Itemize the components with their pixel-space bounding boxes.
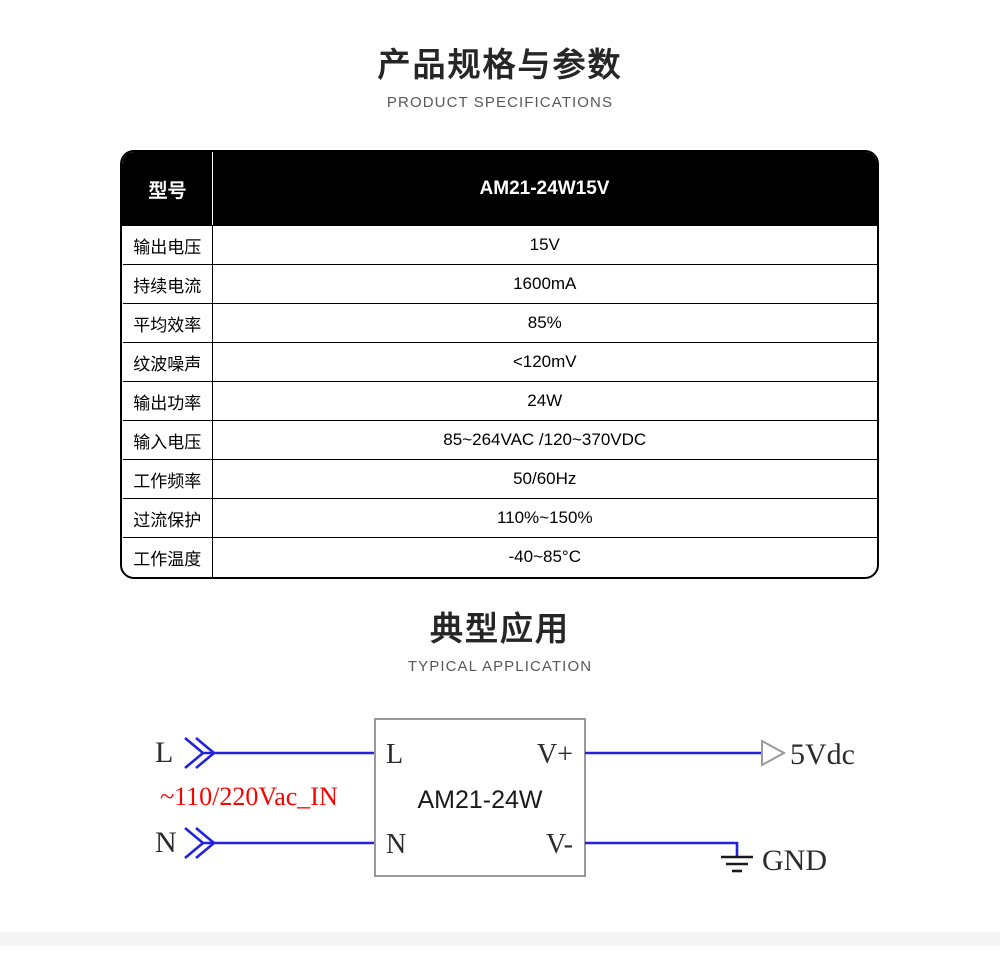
table-row: 持续电流 1600mA bbox=[122, 264, 877, 304]
spec-label: 输出功率 bbox=[122, 381, 213, 421]
spec-value: 24W bbox=[212, 381, 877, 421]
application-title-en: TYPICAL APPLICATION bbox=[407, 658, 593, 676]
spec-value: 15V bbox=[212, 225, 877, 265]
spec-value: <120mV bbox=[212, 342, 877, 382]
specifications-table-container: 型号 AM21-24W15V 输出电压 15V 持续电流 1600mA 平均效率… bbox=[120, 150, 879, 579]
spec-label: 持续电流 bbox=[122, 264, 213, 304]
spec-label: 输出电压 bbox=[122, 225, 213, 265]
spec-label: 平均效率 bbox=[122, 303, 213, 343]
footer-divider-band bbox=[0, 932, 1000, 946]
table-row: 输出电压 15V bbox=[122, 225, 877, 265]
module-pin-vplus-label: V+ bbox=[537, 739, 573, 770]
input-terminal-n-label: N bbox=[155, 826, 177, 859]
specifications-title-cn: 产品规格与参数 bbox=[377, 45, 623, 84]
typical-application-diagram: L N ~110/220Vac_IN L N AM21-24W V+ V- 5V… bbox=[155, 718, 855, 877]
application-title-cn: 典型应用 bbox=[430, 609, 570, 648]
spec-value: -40~85°C bbox=[212, 537, 877, 577]
table-row: 过流保护 110%~150% bbox=[122, 498, 877, 538]
specifications-title-en: PRODUCT SPECIFICATIONS bbox=[386, 94, 614, 112]
module-name-label: AM21-24W bbox=[417, 786, 542, 814]
ground-icon bbox=[721, 855, 753, 873]
wire-output-vminus bbox=[585, 841, 739, 857]
spec-value: 1600mA bbox=[212, 264, 877, 304]
module-pin-vminus-label: V- bbox=[546, 829, 573, 860]
ac-input-label: ~110/220Vac_IN bbox=[160, 782, 338, 811]
spec-value: 85% bbox=[212, 303, 877, 343]
table-row: 输入电压 85~264VAC /120~370VDC bbox=[122, 420, 877, 460]
output-voltage-label: 5Vdc bbox=[790, 738, 855, 771]
specifications-section-heading: 产品规格与参数 PRODUCT SPECIFICATIONS bbox=[0, 44, 1000, 113]
table-row: 输出功率 24W bbox=[122, 381, 877, 421]
specifications-table: 型号 AM21-24W15V 输出电压 15V 持续电流 1600mA 平均效率… bbox=[122, 152, 877, 577]
ground-label: GND bbox=[762, 844, 827, 877]
table-header-model-value: AM21-24W15V bbox=[212, 152, 877, 226]
table-row: 纹波噪声 <120mV bbox=[122, 342, 877, 382]
table-row: 工作温度 -40~85°C bbox=[122, 537, 877, 577]
module-pin-l-label: L bbox=[386, 739, 403, 770]
spec-label: 过流保护 bbox=[122, 498, 213, 538]
spec-label: 工作频率 bbox=[122, 459, 213, 499]
spec-label: 纹波噪声 bbox=[122, 342, 213, 382]
spec-label: 输入电压 bbox=[122, 420, 213, 460]
output-arrow-icon bbox=[761, 739, 787, 767]
input-terminal-l-label: L bbox=[155, 736, 173, 769]
table-row: 平均效率 85% bbox=[122, 303, 877, 343]
spec-label: 工作温度 bbox=[122, 537, 213, 577]
module-box bbox=[374, 718, 586, 877]
table-row: 工作频率 50/60Hz bbox=[122, 459, 877, 499]
application-section-heading: 典型应用 TYPICAL APPLICATION bbox=[0, 608, 1000, 677]
table-header-row: 型号 AM21-24W15V bbox=[122, 152, 877, 226]
module-pin-n-label: N bbox=[386, 829, 406, 860]
spec-value: 85~264VAC /120~370VDC bbox=[212, 420, 877, 460]
spec-value: 110%~150% bbox=[212, 498, 877, 538]
spec-value: 50/60Hz bbox=[212, 459, 877, 499]
table-header-model-label: 型号 bbox=[122, 152, 213, 226]
